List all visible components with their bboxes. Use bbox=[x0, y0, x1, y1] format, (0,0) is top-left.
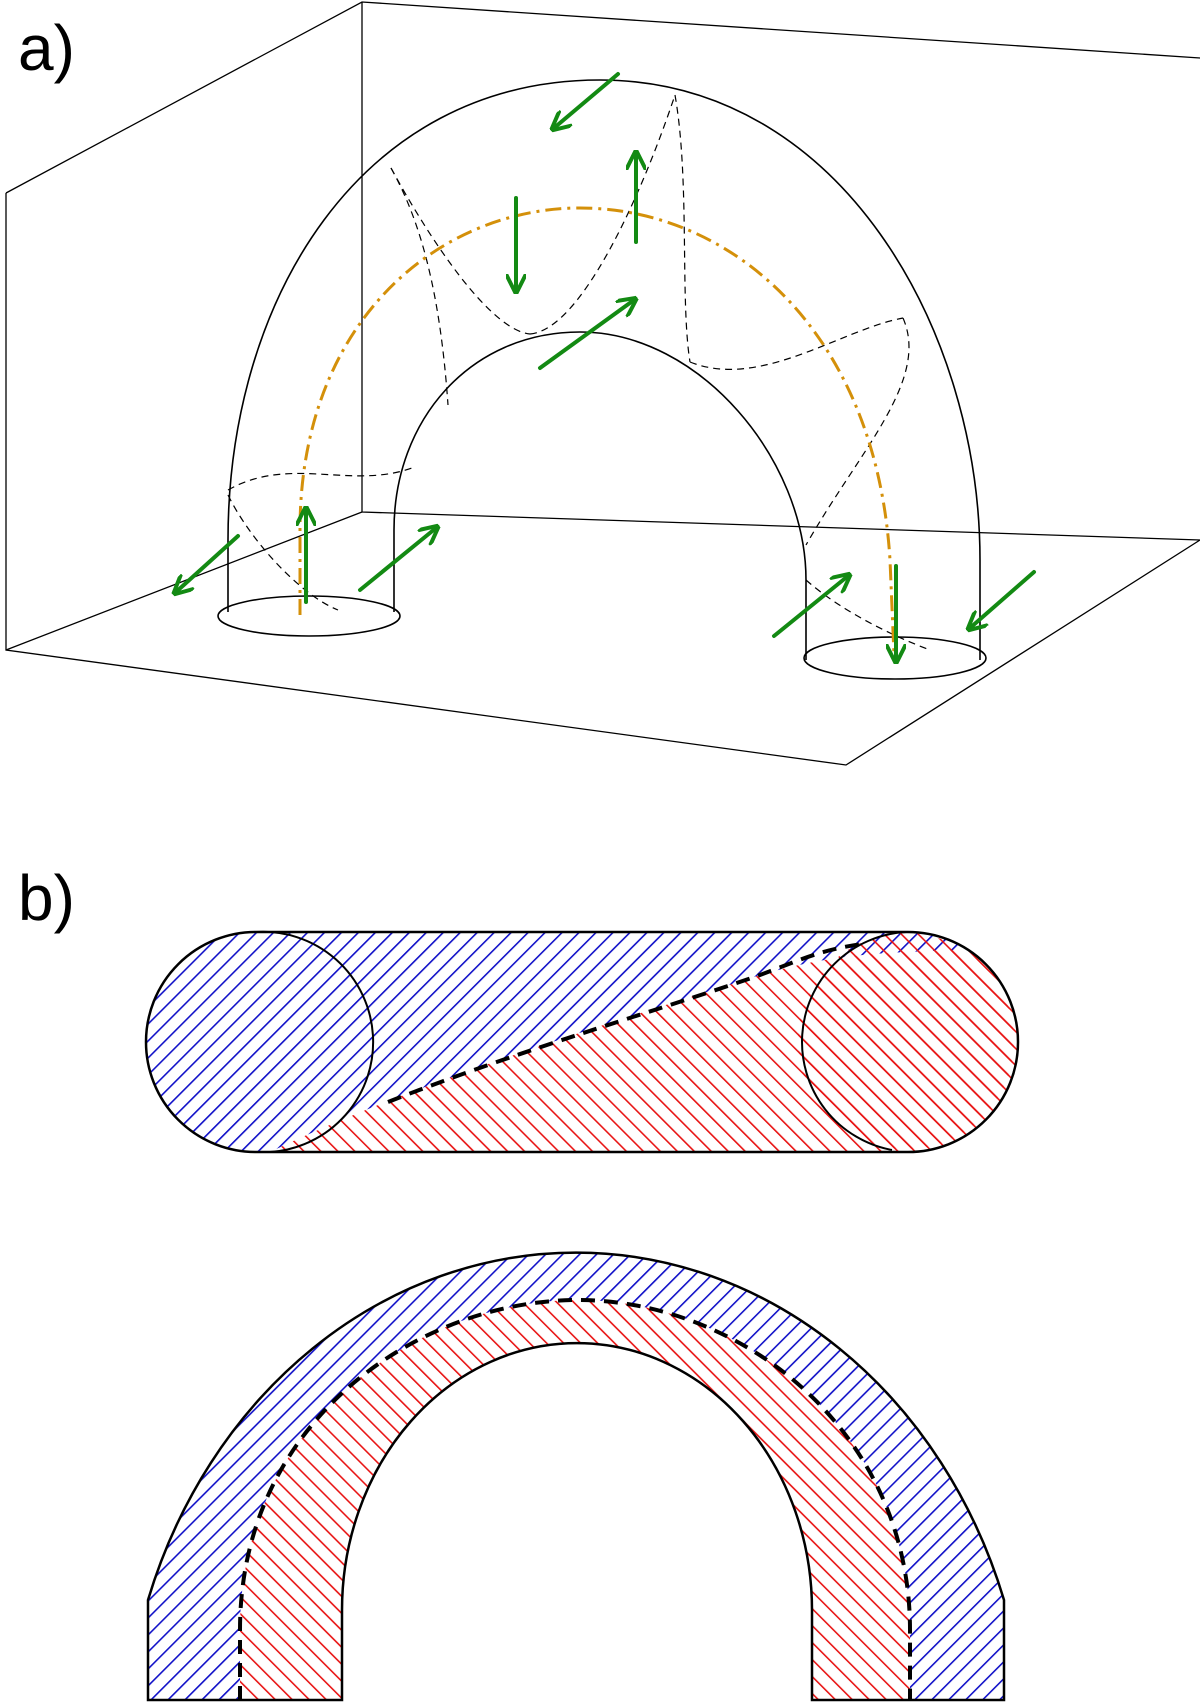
panel-b: b) bbox=[18, 862, 1020, 1702]
panel-a: a) bbox=[5, 1, 1200, 766]
field-arrow-icon bbox=[176, 534, 240, 592]
panel-b-label: b) bbox=[18, 862, 75, 934]
field-arrow-icon bbox=[970, 570, 1036, 628]
flux-tube bbox=[217, 79, 987, 680]
footpoint-left bbox=[217, 595, 401, 637]
arch-outline bbox=[146, 1251, 1006, 1702]
field-arrow-icon bbox=[772, 576, 848, 638]
field-arrow-icon bbox=[554, 72, 620, 128]
panel-a-label: a) bbox=[18, 12, 75, 84]
tube-top-outline bbox=[144, 930, 1020, 1154]
separatrix-arch bbox=[238, 1297, 912, 1700]
tube-side-view bbox=[146, 1251, 1006, 1702]
separatrix-top bbox=[387, 942, 863, 1104]
field-lines bbox=[227, 94, 931, 651]
tube-outer-edge bbox=[227, 79, 981, 660]
field-arrow-icon bbox=[358, 528, 436, 592]
field-arrows bbox=[176, 72, 1036, 660]
footpoint-disc-right-edge bbox=[801, 931, 907, 1151]
tube-top-view bbox=[144, 930, 1020, 1154]
footpoint-disc-left-edge bbox=[255, 930, 375, 1153]
tube-axis-line bbox=[298, 206, 896, 656]
bounding-box bbox=[5, 1, 1200, 766]
field-arrow-icon bbox=[538, 300, 634, 370]
footpoint-disc-right bbox=[798, 933, 1014, 1149]
tube-inner-edge bbox=[393, 331, 807, 660]
